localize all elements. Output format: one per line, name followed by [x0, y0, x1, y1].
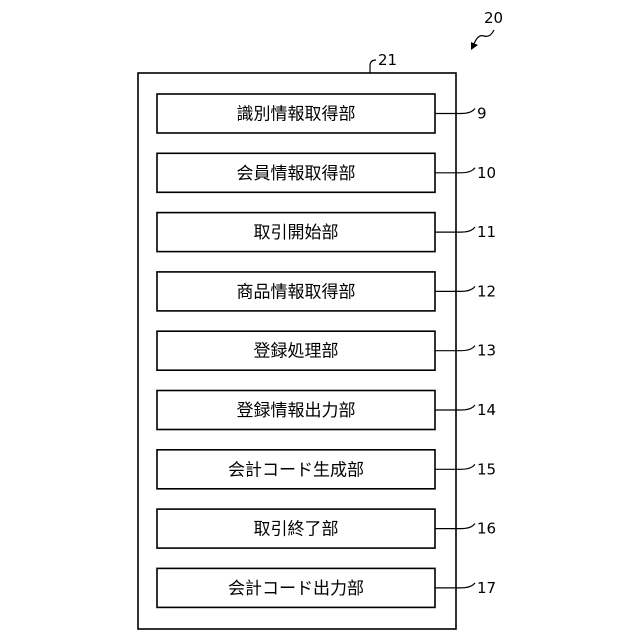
- figure-ref-arrow: [474, 30, 494, 44]
- figure-ref-label: 20: [484, 9, 503, 27]
- unit-label: 登録処理部: [254, 342, 339, 362]
- unit-label: 会計コード出力部: [228, 579, 364, 599]
- unit-ref-label: 11: [477, 223, 496, 241]
- unit-label: 識別情報取得部: [237, 105, 356, 125]
- unit-ref-label: 15: [477, 460, 496, 478]
- unit-ref-label: 13: [477, 342, 496, 360]
- unit-ref-label: 10: [477, 164, 496, 182]
- unit-label: 登録情報出力部: [237, 401, 356, 421]
- container-ref-label: 21: [378, 51, 397, 69]
- unit-ref-label: 16: [477, 520, 496, 538]
- unit-label: 会計コード生成部: [228, 460, 364, 480]
- unit-label: 会員情報取得部: [237, 164, 356, 184]
- unit-ref-label: 14: [477, 401, 496, 419]
- container-ref-leader: [370, 60, 376, 73]
- unit-label: 取引終了部: [254, 520, 339, 540]
- unit-label: 取引開始部: [254, 223, 339, 243]
- unit-ref-label: 9: [477, 105, 487, 123]
- unit-label: 商品情報取得部: [237, 282, 356, 302]
- unit-ref-label: 17: [477, 579, 496, 597]
- unit-ref-label: 12: [477, 282, 496, 300]
